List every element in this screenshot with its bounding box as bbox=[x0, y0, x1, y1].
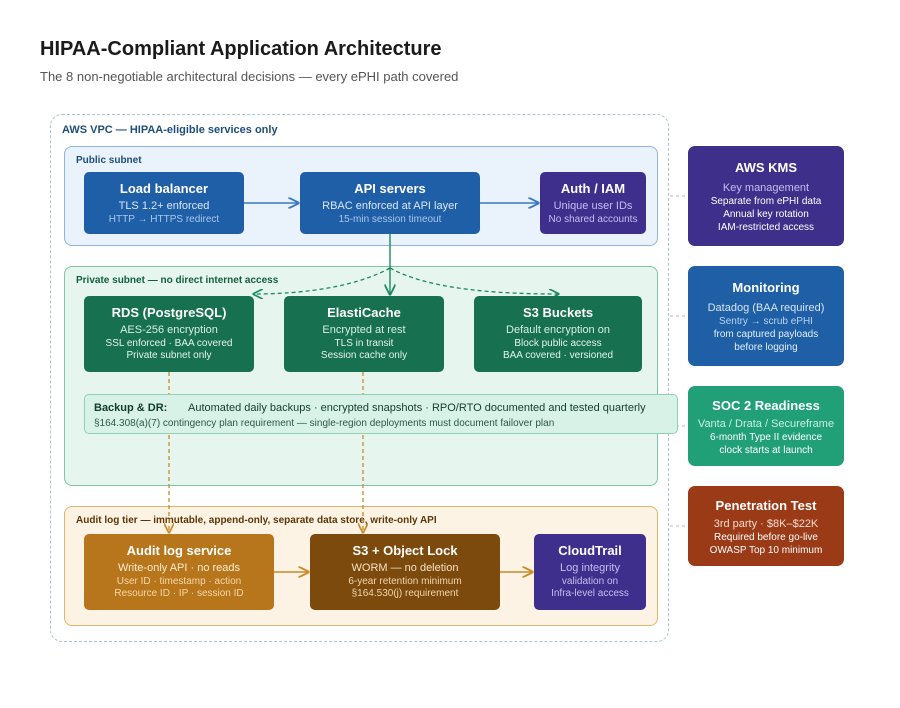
monitoring-panel: Monitoring Datadog (BAA required) Sentry… bbox=[688, 266, 844, 366]
page-title: HIPAA-Compliant Application Architecture bbox=[40, 38, 442, 60]
cloudtrail-line3: Infra-level access bbox=[551, 588, 629, 599]
penetration-test-panel: Penetration Test 3rd party · $8K–$22K Re… bbox=[688, 486, 844, 566]
backup-dr-line1: Automated daily backups · encrypted snap… bbox=[188, 402, 646, 414]
api-servers-title: API servers bbox=[354, 181, 426, 196]
elasticache-title: ElastiCache bbox=[327, 305, 401, 320]
s3-object-lock-line2: 6-year retention minimum bbox=[348, 576, 462, 587]
load-balancer-line2: HTTP → HTTPS redirect bbox=[108, 214, 220, 225]
monitoring-line2: Sentry → scrub ePHI bbox=[719, 316, 813, 327]
aws-kms-title: AWS KMS bbox=[734, 160, 798, 175]
load-balancer-box: Load balancer TLS 1.2+ enforced HTTP → H… bbox=[84, 172, 244, 234]
aws-kms-line1: Key management bbox=[722, 182, 810, 194]
monitoring-title: Monitoring bbox=[732, 280, 800, 295]
api-to-rds-arrow bbox=[254, 267, 391, 294]
s3-buckets-title: S3 Buckets bbox=[522, 305, 594, 320]
pentest-line1: 3rd party · $8K–$22K bbox=[713, 518, 819, 530]
s3-object-lock-title: S3 + Object Lock bbox=[352, 543, 458, 558]
monitoring-line1: Datadog (BAA required) bbox=[707, 302, 825, 314]
soc2-line3: clock starts at launch bbox=[719, 445, 813, 456]
rds-line3: Private subnet only bbox=[126, 350, 212, 361]
audit-log-service-line1: Write-only API · no reads bbox=[117, 562, 241, 574]
monitoring-line4: before logging bbox=[734, 342, 798, 353]
load-balancer-title: Load balancer bbox=[119, 181, 209, 196]
rds-line2: SSL enforced · BAA covered bbox=[105, 338, 233, 349]
api-servers-line2: 15-min session timeout bbox=[338, 214, 442, 225]
cloudtrail-line1: Log integrity bbox=[560, 562, 620, 574]
soc2-line2: 6-month Type II evidence bbox=[709, 432, 823, 443]
audit-log-service-box: Audit log service Write-only API · no re… bbox=[84, 534, 274, 610]
pentest-title: Penetration Test bbox=[715, 498, 817, 513]
audit-log-service-line2: User ID · timestamp · action bbox=[116, 576, 242, 587]
audit-log-service-line3: Resource ID · IP · session ID bbox=[114, 588, 244, 599]
elasticache-line1: Encrypted at rest bbox=[322, 324, 406, 336]
cloudtrail-box: CloudTrail Log integrity validation on I… bbox=[534, 534, 646, 610]
public-subnet-label: Public subnet bbox=[76, 155, 142, 166]
rds-box: RDS (PostgreSQL) AES-256 encryption SSL … bbox=[84, 296, 254, 372]
pentest-line2: Required before go-live bbox=[714, 532, 818, 543]
backup-dr-line2: §164.308(a)(7) contingency plan requirem… bbox=[94, 418, 555, 429]
s3-object-lock-line3: §164.530(j) requirement bbox=[351, 588, 459, 599]
rds-title: RDS (PostgreSQL) bbox=[111, 305, 227, 320]
rds-line1: AES-256 encryption bbox=[120, 324, 218, 336]
page-subtitle: The 8 non-negotiable architectural decis… bbox=[40, 69, 459, 84]
auth-iam-line2: No shared accounts bbox=[548, 214, 638, 225]
vpc-label: AWS VPC — HIPAA-eligible services only bbox=[62, 124, 278, 136]
audit-log-service-title: Audit log service bbox=[126, 543, 232, 558]
api-servers-box: API servers RBAC enforced at API layer 1… bbox=[300, 172, 480, 234]
aws-kms-line2: Separate from ePHI data bbox=[710, 196, 822, 207]
aws-kms-line4: IAM-restricted access bbox=[717, 222, 815, 233]
vpc-container bbox=[50, 114, 669, 642]
api-to-s3-arrow bbox=[389, 267, 558, 294]
soc2-readiness-panel: SOC 2 Readiness Vanta / Drata / Securefr… bbox=[688, 386, 844, 466]
audit-tier-label: Audit log tier — immutable, append-only,… bbox=[76, 515, 437, 526]
aws-kms-panel: AWS KMS Key management Separate from ePH… bbox=[688, 146, 844, 246]
monitoring-line3: from captured payloads bbox=[713, 329, 819, 340]
s3-object-lock-box: S3 + Object Lock WORM — no deletion 6-ye… bbox=[310, 534, 500, 610]
s3-buckets-line2: Block public access bbox=[514, 338, 602, 349]
cloudtrail-title: CloudTrail bbox=[558, 543, 622, 558]
aws-kms-line3: Annual key rotation bbox=[723, 209, 809, 220]
soc2-title: SOC 2 Readiness bbox=[712, 398, 820, 413]
elasticache-line2: TLS in transit bbox=[334, 338, 394, 349]
soc2-line1: Vanta / Drata / Secureframe bbox=[697, 418, 835, 430]
s3-buckets-line1: Default encryption on bbox=[506, 324, 610, 336]
private-subnet-label: Private subnet — no direct internet acce… bbox=[76, 275, 279, 286]
api-servers-line1: RBAC enforced at API layer bbox=[322, 200, 458, 212]
cloudtrail-line2: validation on bbox=[561, 576, 619, 587]
auth-iam-line1: Unique user IDs bbox=[553, 200, 633, 212]
s3-buckets-box: S3 Buckets Default encryption on Block p… bbox=[474, 296, 642, 372]
backup-dr-box bbox=[84, 394, 678, 434]
s3-object-lock-line1: WORM — no deletion bbox=[351, 562, 459, 574]
elasticache-box: ElastiCache Encrypted at rest TLS in tra… bbox=[284, 296, 444, 372]
pentest-line3: OWASP Top 10 minimum bbox=[709, 545, 823, 556]
load-balancer-line1: TLS 1.2+ enforced bbox=[118, 200, 210, 212]
auth-iam-box: Auth / IAM Unique user IDs No shared acc… bbox=[540, 172, 646, 234]
s3-buckets-line3: BAA covered · versioned bbox=[502, 350, 614, 361]
auth-iam-title: Auth / IAM bbox=[560, 181, 626, 196]
elasticache-line3: Session cache only bbox=[320, 350, 408, 361]
backup-dr-title: Backup & DR: bbox=[94, 402, 168, 414]
